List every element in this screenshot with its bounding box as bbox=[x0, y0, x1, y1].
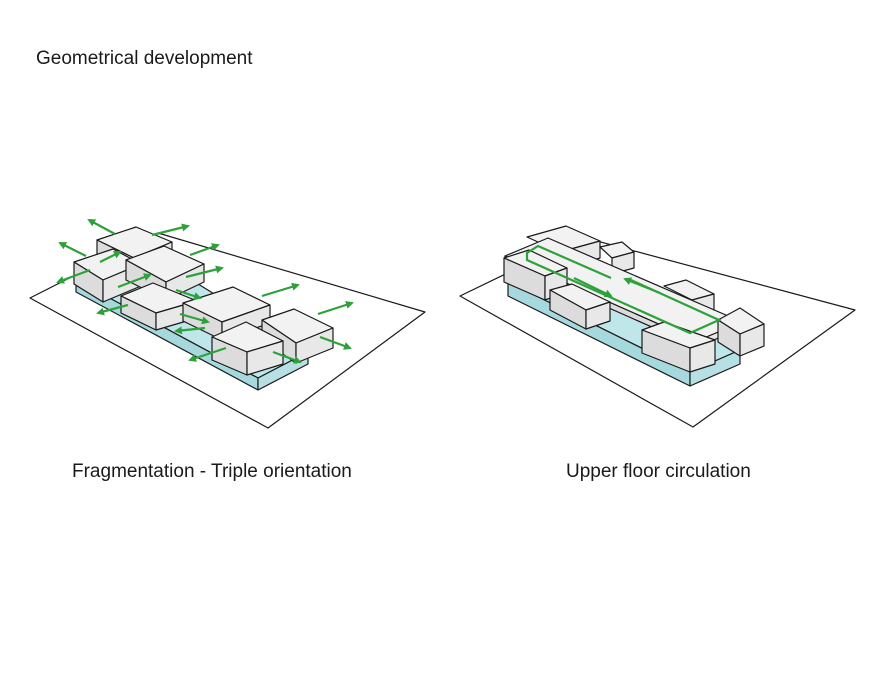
page-title: Geometrical development bbox=[36, 48, 253, 69]
caption-circulation: Upper floor circulation bbox=[566, 461, 751, 482]
circulation-loop bbox=[525, 244, 722, 335]
orientation-arrows bbox=[56, 219, 354, 364]
arrow bbox=[58, 242, 87, 257]
fragmentation-diagram bbox=[29, 219, 426, 429]
circulation-path bbox=[525, 244, 722, 335]
arrow bbox=[317, 301, 354, 316]
arrow bbox=[189, 243, 220, 257]
arrow bbox=[179, 312, 210, 325]
side-block-4 bbox=[717, 307, 765, 357]
arrow bbox=[87, 219, 116, 235]
circulation-arrow-right bbox=[573, 277, 613, 297]
circulation-arrow-left bbox=[623, 277, 661, 295]
arrow bbox=[272, 350, 302, 364]
arrow bbox=[117, 273, 152, 289]
arrow bbox=[319, 335, 352, 350]
block-7 bbox=[211, 321, 284, 376]
arrow bbox=[56, 268, 91, 284]
arrow bbox=[261, 282, 300, 298]
arrow bbox=[175, 288, 202, 300]
arrow bbox=[151, 223, 190, 237]
arrow bbox=[185, 265, 224, 279]
side-block-2 bbox=[549, 283, 611, 330]
arrow bbox=[188, 346, 227, 362]
caption-fragmentation: Fragmentation - Triple orientation bbox=[72, 461, 352, 482]
circulation-diagram bbox=[459, 225, 856, 428]
arrow bbox=[174, 326, 206, 335]
arrow bbox=[99, 251, 122, 263]
side-block-3 bbox=[641, 321, 716, 373]
arrow bbox=[96, 303, 129, 316]
